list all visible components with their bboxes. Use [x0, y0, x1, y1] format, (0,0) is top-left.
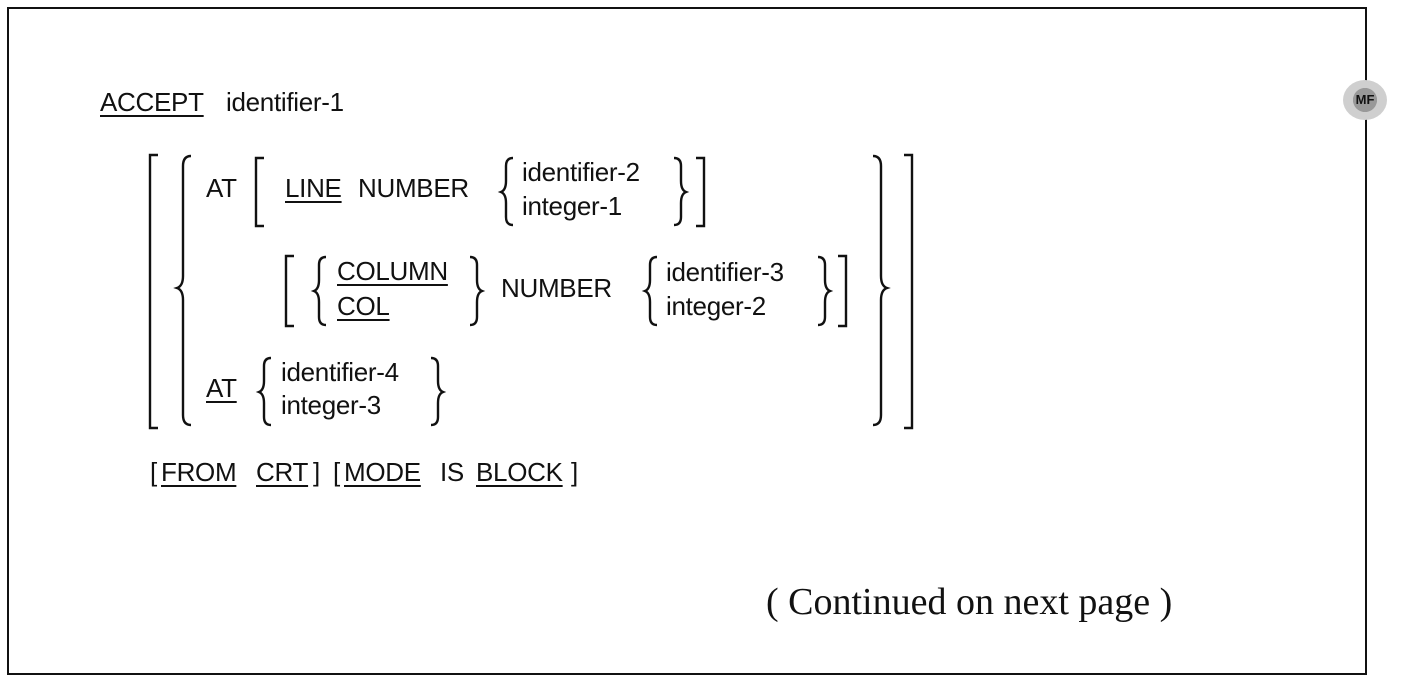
keyword-number-column: NUMBER	[501, 273, 612, 303]
bracket-open-mode: [	[333, 457, 340, 487]
outer-right-bracket	[904, 153, 914, 430]
line-choice-right-brace	[673, 156, 690, 227]
keyword-at-line: AT	[206, 173, 237, 203]
bracket-close-block: ]	[571, 457, 578, 487]
syntax-box-border	[7, 7, 1367, 675]
bracket-close-crt: ]	[313, 457, 320, 487]
outer-left-bracket	[148, 153, 158, 430]
outer-right-brace	[872, 154, 891, 427]
operand-identifier-4: identifier-4	[281, 357, 399, 387]
line-choice-left-brace	[497, 156, 514, 227]
column-left-bracket	[284, 254, 294, 328]
keyword-is: IS	[440, 457, 464, 487]
keyword-block: BLOCK	[476, 457, 563, 487]
keyword-number-line: NUMBER	[358, 173, 469, 203]
column-choice-left-brace	[310, 255, 327, 327]
line-left-bracket	[254, 156, 264, 228]
keyword-column: COLUMN	[337, 256, 448, 286]
column-right-bracket	[838, 254, 848, 328]
keyword-at-position: AT	[206, 373, 237, 403]
keyword-accept: ACCEPT	[100, 87, 204, 117]
operand-identifier-1: identifier-1	[226, 87, 344, 117]
operand-identifier-2: identifier-2	[522, 157, 640, 187]
continued-note: ( Continued on next page )	[766, 581, 1173, 623]
outer-left-brace	[173, 154, 192, 427]
keyword-from: FROM	[161, 457, 237, 487]
operand-integer-2: integer-2	[666, 291, 766, 321]
mf-stamp-icon: MF	[1343, 80, 1387, 120]
column-value-left-brace	[641, 255, 658, 327]
at-choice-right-brace	[430, 356, 447, 427]
column-choice-right-brace	[469, 255, 486, 327]
operand-identifier-3: identifier-3	[666, 257, 784, 287]
keyword-crt: CRT	[256, 457, 309, 487]
operand-integer-3: integer-3	[281, 390, 381, 420]
keyword-mode: MODE	[344, 457, 421, 487]
at-choice-left-brace	[255, 356, 272, 427]
bracket-open-from: [	[150, 457, 157, 487]
keyword-col: COL	[337, 291, 390, 321]
column-value-right-brace	[817, 255, 834, 327]
line-right-bracket	[696, 156, 706, 228]
keyword-line: LINE	[285, 173, 342, 203]
operand-integer-1: integer-1	[522, 191, 622, 221]
